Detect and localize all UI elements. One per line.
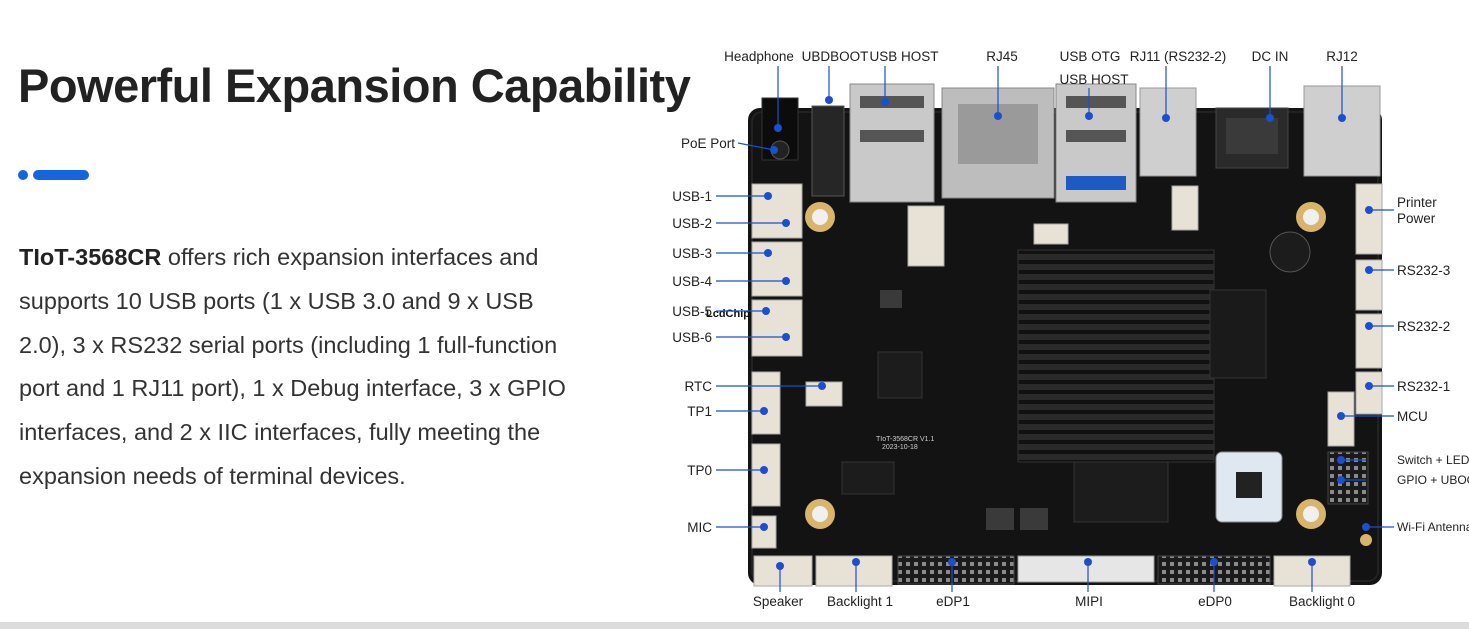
emmc-chip [1209,289,1267,379]
label-speaker: Speaker [753,594,804,609]
heatsink [1017,249,1215,463]
label-usb-host-otg: USB HOST [1059,72,1128,87]
label-rs232-3: RS232-3 [1397,263,1450,278]
rj11-port [1139,87,1197,177]
callout-dots [760,96,1373,570]
label-mic: MIC [687,520,712,535]
rtc-tp1-connector [751,371,781,435]
label-headphone: Headphone [724,49,794,64]
label-rj12: RJ12 [1326,49,1358,64]
label-backlight1: Backlight 1 [827,594,893,609]
label-rj45: RJ45 [986,49,1018,64]
ubdboot-button [811,105,845,197]
watermark: LcdChip [706,308,750,320]
tp0-connector [751,443,781,507]
soc-chip [877,351,923,399]
printer-power-connector [1355,183,1383,255]
label-printer-power-2: Power [1397,211,1436,226]
label-usb1: USB-1 [672,189,712,204]
label-usb3: USB-3 [672,246,712,261]
usb-12-connector [751,183,803,239]
accent-dot [18,170,28,180]
board-svg: TIoT-3568CR V1.1 2023-10-18 LcdChip [672,49,1469,609]
label-rs232-1: RS232-1 [1397,379,1450,394]
product-name: TIoT-3568CR [19,244,162,270]
label-rj11: RJ11 (RS232-2) [1130,49,1227,64]
label-edp1: eDP1 [936,594,970,609]
bottom-divider [0,622,1469,629]
rj12-port [1303,85,1381,177]
label-edp0: eDP0 [1198,594,1232,609]
label-usb4: USB-4 [672,274,712,289]
silk-model: TIoT-3568CR V1.1 [876,436,934,443]
label-wifi-antenna: Wi-Fi Antenna [1397,520,1469,534]
speaker-connector [753,555,813,587]
edp1-header [897,555,1015,585]
usb-56-connector [751,299,803,357]
label-tp1: TP1 [687,404,712,419]
label-dc-in: DC IN [1252,49,1289,64]
label-mipi: MIPI [1075,594,1103,609]
product-description: TIoT-3568CR offers rich expansion interf… [19,236,579,499]
label-printer-power-1: Printer [1397,195,1437,210]
leader-lines [716,66,1394,592]
label-usb2: USB-2 [672,216,712,231]
wifi-antenna-connector [1360,534,1372,546]
usb-34-connector [751,241,803,297]
memory-chip [1073,461,1169,523]
label-poe-port: PoE Port [681,136,735,151]
description-text: offers rich expansion interfaces and sup… [19,244,566,489]
accent-bar [33,170,89,180]
debug-connector [907,205,945,267]
label-rtc: RTC [684,379,712,394]
label-switch-led: Switch + LED [1397,453,1469,467]
mic-connector [751,515,777,549]
label-rs232-2: RS232-2 [1397,319,1450,334]
board-diagram: TIoT-3568CR V1.1 2023-10-18 LcdChip [660,30,1469,622]
label-mcu: MCU [1397,409,1428,424]
label-usb-otg: USB OTG [1060,49,1121,64]
label-tp0: TP0 [687,463,712,478]
rs232-1-connector [1355,371,1383,415]
label-backlight0: Backlight 0 [1289,594,1355,609]
label-gpio-uboot: GPIO + UBOOT [1397,473,1469,487]
gpio-header [1327,451,1369,505]
page-title: Powerful Expansion Capability [18,59,691,112]
silk-date: 2023-10-18 [882,444,918,451]
label-ubdboot: UBDBOOT [802,49,869,64]
label-usb5: USB-5 [672,304,712,319]
label-usb-host: USB HOST [869,49,938,64]
label-usb6: USB-6 [672,330,712,345]
